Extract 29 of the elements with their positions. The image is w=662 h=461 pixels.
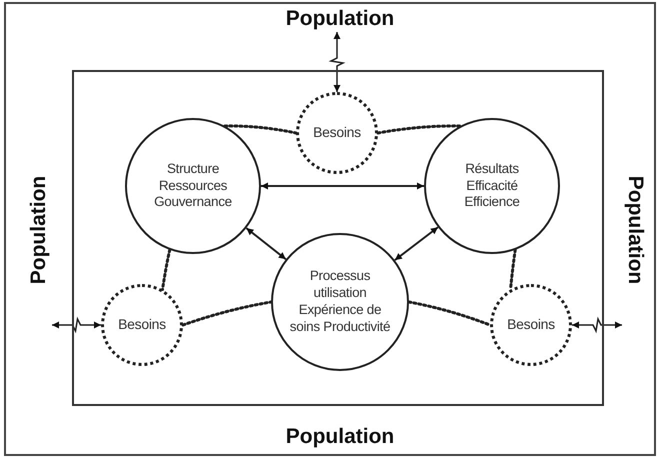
population-label: Population bbox=[27, 176, 51, 284]
dotted-connector bbox=[223, 124, 298, 134]
arrow bbox=[52, 316, 101, 334]
dotted-circle bbox=[101, 284, 183, 366]
dotted-connector bbox=[182, 300, 272, 326]
node-label: Besoins bbox=[118, 316, 166, 334]
dotted-circle bbox=[490, 284, 572, 366]
node-label: Besoins bbox=[507, 316, 555, 334]
node-label: Processus utilisation Expérience de soins Productivité bbox=[288, 268, 392, 336]
dotted-connector bbox=[161, 248, 172, 291]
boundary-box bbox=[72, 70, 604, 406]
dotted-connector bbox=[408, 300, 492, 326]
dotted-circle bbox=[296, 92, 378, 174]
population-label: Population bbox=[286, 425, 394, 449]
arrow bbox=[261, 182, 424, 190]
circle bbox=[424, 118, 560, 254]
population-label: Population bbox=[286, 7, 394, 31]
node-label: Besoins bbox=[313, 124, 361, 142]
arrow bbox=[572, 316, 622, 334]
dotted-connector bbox=[376, 124, 462, 134]
arrow bbox=[394, 226, 439, 261]
dotted-connector bbox=[509, 248, 517, 291]
circle bbox=[125, 118, 261, 254]
population-label: Population bbox=[623, 176, 647, 284]
node-label: Résultats Efficacité Efficience bbox=[463, 160, 521, 212]
arrow bbox=[328, 32, 346, 92]
node-label: Structure Ressources Gouvernance bbox=[153, 160, 233, 212]
arrow bbox=[246, 227, 286, 260]
circle bbox=[271, 233, 409, 371]
